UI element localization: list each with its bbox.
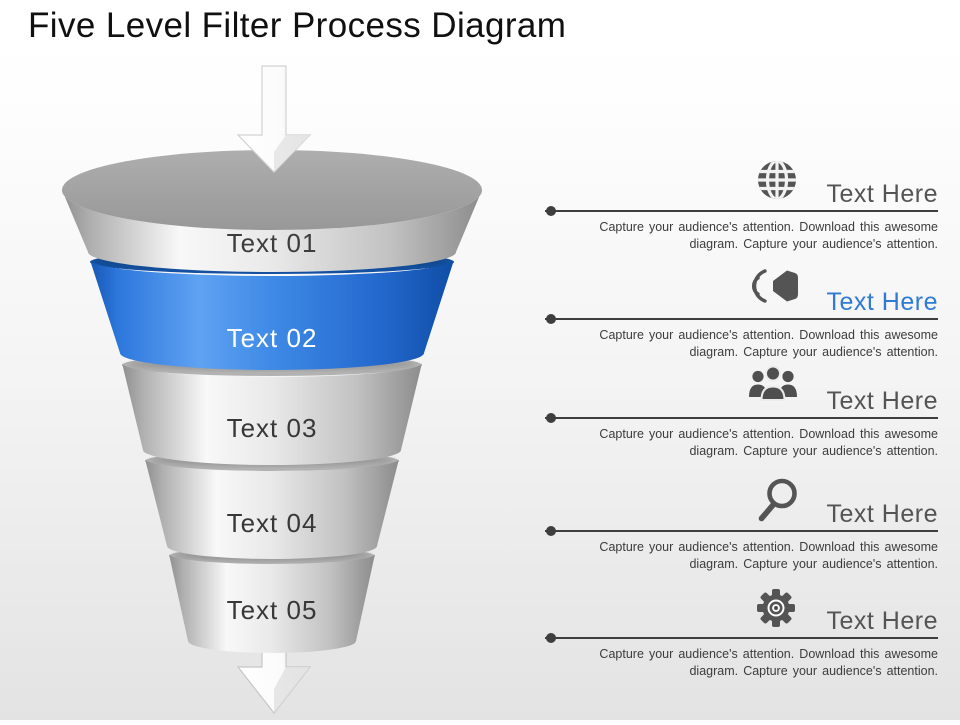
announcement-icon [751,269,798,303]
funnel-diagram: Text 05 Text 04 Text 03 Text 02 [0,55,540,720]
info-row-5-title: Text Here [826,607,938,635]
people-icon [748,365,797,401]
info-row-2-header: Text Here [545,256,938,316]
funnel-label-3: Text 03 [227,413,318,443]
divider-dot [546,633,556,643]
title-strip [0,0,960,56]
info-row-5-header: Text Here [545,575,938,635]
info-row-3-title: Text Here [826,387,938,415]
funnel-top-arrow-icon [236,65,312,173]
info-row-4-description: Capture your audience's attention. Downl… [599,540,938,571]
funnel-label-2: Text 02 [227,323,318,353]
info-row-2-description: Capture your audience's attention. Downl… [599,328,938,359]
info-row-3-description: Capture your audience's attention. Downl… [599,427,938,458]
funnel-level-5: Text 05 [169,547,375,653]
page-title: Five Level Filter Process Diagram [28,6,567,45]
info-row-2-title: Text Here [826,288,938,316]
funnel-level-4: Text 04 [145,451,399,559]
funnel-level-1: Text 01 [62,150,482,272]
info-row-5-divider [545,633,938,643]
divider-dot [546,206,556,216]
search-icon [758,478,797,522]
info-row-2: Text Here Capture your audience's attent… [545,256,938,360]
funnel-level-3: Text 03 [122,354,422,465]
info-row-1: Text Here Capture your audience's attent… [545,148,938,252]
funnel-svg: Text 05 Text 04 Text 03 Text 02 [62,65,482,714]
info-column: Text Here Capture your audience's attent… [545,0,938,720]
funnel-label-4: Text 04 [227,508,318,538]
info-row-3: Text Here Capture your audience's attent… [545,355,938,459]
info-row-5: Text Here Capture your audience's attent… [545,575,938,679]
info-row-1-header: Text Here [545,148,938,208]
globe-icon [757,161,796,199]
divider-dot [546,526,556,536]
info-row-5-description: Capture your audience's attention. Downl… [599,647,938,678]
info-row-3-divider [545,413,938,423]
divider-dot [546,314,556,324]
info-row-1-title: Text Here [826,180,938,208]
gear-icon [756,589,795,627]
info-row-3-header: Text Here [545,355,938,415]
info-row-4-title: Text Here [826,500,938,528]
divider-dot [546,413,556,423]
info-row-2-divider [545,314,938,324]
funnel-label-1: Text 01 [227,228,318,258]
funnel-label-5: Text 05 [227,595,318,625]
info-row-1-description: Capture your audience's attention. Downl… [599,220,938,251]
info-row-4: Text Here Capture your audience's attent… [545,468,938,572]
info-row-4-divider [545,526,938,536]
info-row-4-header: Text Here [545,468,938,528]
info-row-1-divider [545,206,938,216]
